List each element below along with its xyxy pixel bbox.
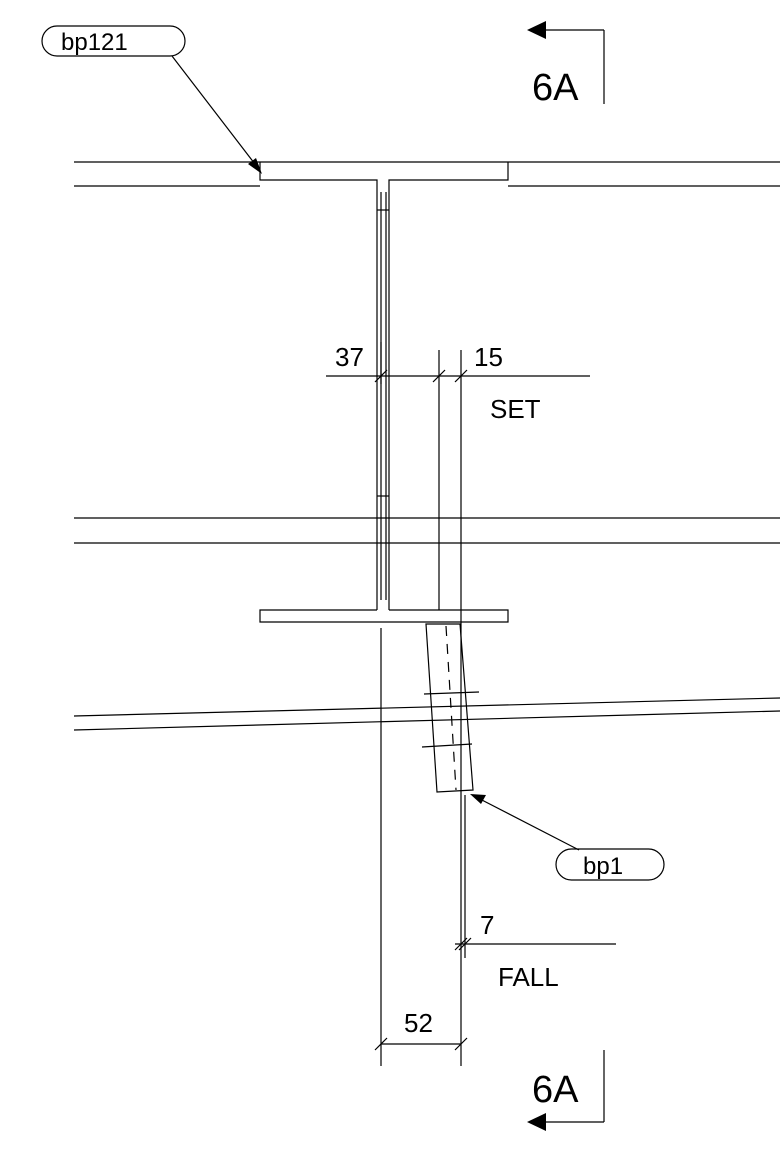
section-label-bottom: 6A [532, 1069, 579, 1111]
dim-fall-value: 7 [480, 910, 494, 940]
leader-top [171, 55, 259, 169]
tag-bubble-bottom [555, 848, 665, 881]
leader-bottom [477, 797, 580, 851]
column-web [376, 186, 390, 610]
tag-label-bottom: bp1 [583, 853, 623, 880]
dim-gap-left: 37 [335, 342, 364, 372]
leader-arrow-bottom [470, 794, 486, 804]
tag-label-top: bp121 [61, 29, 128, 56]
section-marker-bottom: 6A [527, 1050, 605, 1131]
tag-bp1[interactable]: bp1 [470, 794, 665, 881]
section-marker-top: 6A [527, 21, 605, 109]
tag-bp121[interactable]: bp121 [41, 25, 262, 174]
dimension-fall: 7 FALL [454, 910, 616, 992]
extension-lines [380, 342, 466, 1066]
dim-fall-label: FALL [498, 962, 559, 992]
dim-set-label: SET [490, 394, 541, 424]
dimension-set: 37 15 SET [326, 342, 590, 424]
sloped-beam [73, 697, 780, 731]
top-beam [74, 161, 780, 187]
dim-gap-right: 15 [474, 342, 503, 372]
dim-width: 52 [404, 1008, 433, 1038]
dimension-width: 52 [374, 1008, 468, 1051]
tag-bubble-top [41, 25, 186, 57]
section-label-top: 6A [532, 67, 579, 109]
bearing-plate-bp1 [421, 623, 480, 793]
bottom-flange-plate [259, 609, 509, 623]
middle-beam [74, 517, 780, 544]
